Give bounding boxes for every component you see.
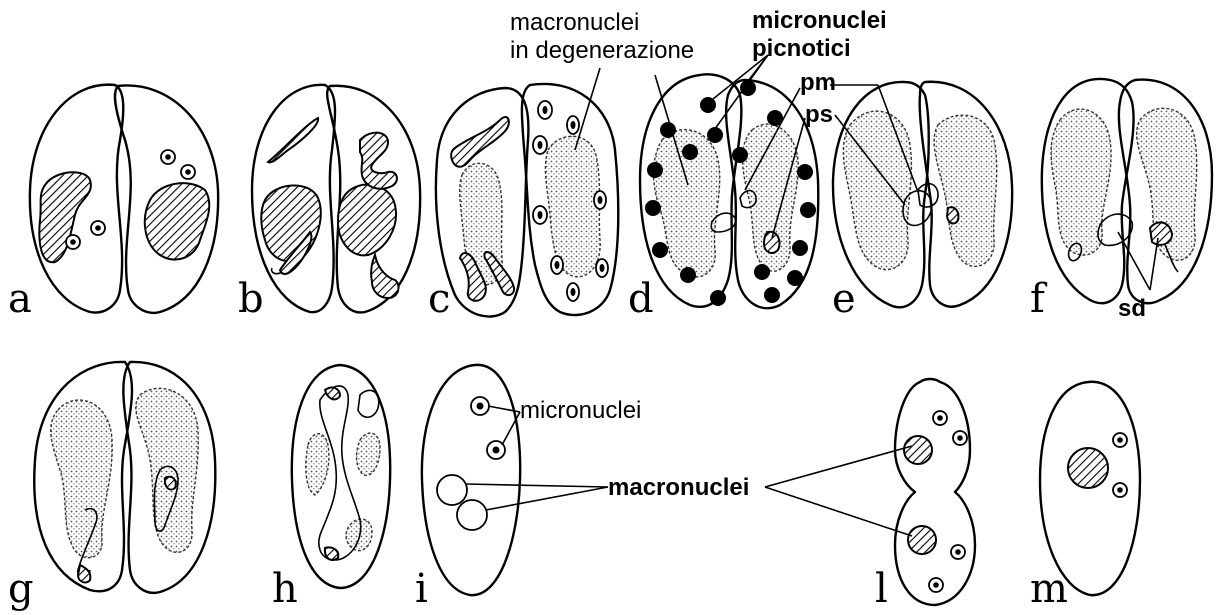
micronucleus-icon — [929, 411, 967, 592]
macronucleus-icon — [145, 183, 209, 259]
panel-letter-h: h — [272, 566, 298, 612]
panel-letter-m: m — [1030, 566, 1068, 612]
panel-letter-d: d — [628, 276, 654, 322]
macronucleus-icon — [904, 436, 932, 464]
panel-f: f — [1030, 79, 1212, 322]
label-sd: sd — [1118, 295, 1146, 322]
panel-h: h — [272, 365, 390, 612]
degenerating-macronucleus — [934, 115, 997, 266]
macronucleus-icon — [39, 172, 91, 262]
label-macronuclei-degenerating-2: in degenerazione — [510, 37, 694, 64]
macronucleus-icon — [457, 500, 487, 530]
panel-m: m — [1030, 382, 1140, 612]
degenerating-macronucleus — [843, 111, 911, 270]
degenerating-macronucleus — [357, 433, 380, 475]
degenerating-macronucleus — [306, 434, 329, 495]
panel-letter-i: i — [415, 566, 428, 612]
degenerating-macronucleus — [346, 519, 372, 551]
panel-letter-g: g — [8, 566, 34, 612]
panel-b: b — [238, 85, 420, 322]
panel-letter-b: b — [238, 276, 264, 322]
label-macronuclei-degenerating-1: macronuclei — [510, 9, 639, 36]
macronucleus-icon — [338, 185, 396, 256]
panel-l: l — [765, 379, 975, 612]
panel-a: a — [8, 85, 218, 322]
panel-letter-c: c — [428, 276, 450, 322]
macronucleus-icon — [1068, 448, 1108, 488]
degenerating-macronucleus — [51, 400, 112, 558]
degenerating-macronucleus — [136, 388, 198, 552]
label-pm: pm — [800, 69, 836, 96]
panel-e: e — [830, 82, 1012, 322]
panel-g: g — [8, 362, 215, 612]
cell-i — [422, 365, 520, 595]
panel-d: d — [628, 55, 818, 322]
label-micronuclei-pycnotic-1: micronuclei — [752, 7, 887, 34]
label-micronuclei-pycnotic-2: picnotici — [752, 35, 851, 62]
panel-letter-e: e — [832, 276, 856, 322]
panel-c: c — [428, 68, 618, 322]
label-macronuclei: macronuclei — [608, 474, 749, 501]
label-micronuclei: micronuclei — [520, 397, 641, 424]
macronucleus-icon — [437, 475, 467, 505]
macronucleus-icon — [908, 526, 936, 554]
macronucleus-icon — [261, 185, 321, 261]
degenerating-macronucleus — [545, 136, 600, 277]
panel-letter-f: f — [1030, 276, 1048, 322]
degenerating-macronucleus — [1051, 109, 1111, 255]
panel-letter-l: l — [875, 566, 888, 612]
label-ps: ps — [805, 101, 833, 128]
panel-letter-a: a — [8, 276, 32, 322]
